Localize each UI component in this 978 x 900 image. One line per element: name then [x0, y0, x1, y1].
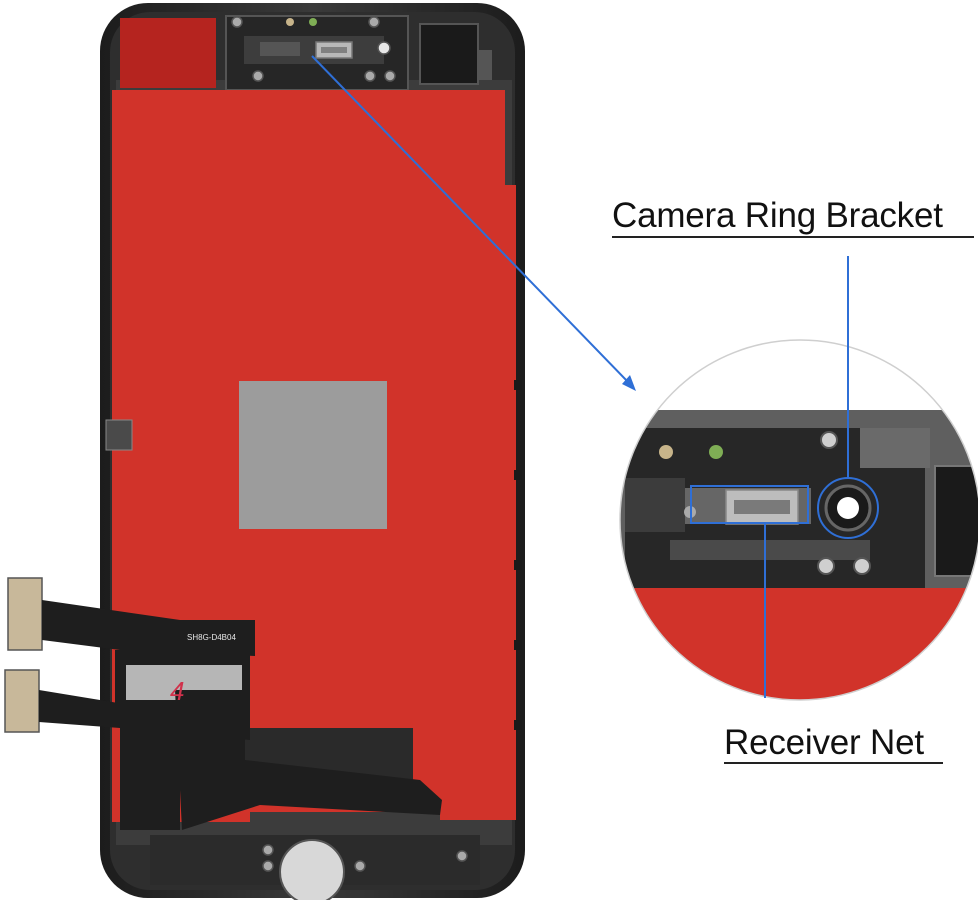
- pointer-line: [311, 55, 636, 391]
- receiver-net-highlight: [690, 485, 809, 524]
- flex-print-code: SH8G-D4B04: [187, 633, 236, 642]
- home-button-mount: [279, 839, 345, 900]
- lcd-assembly: SH8G-D4B04 4: [4, 3, 525, 900]
- receiver-net-label: Receiver Net: [724, 723, 924, 762]
- camera-ring-bracket-underline: [612, 236, 974, 238]
- center-patch: [239, 381, 387, 529]
- flex-cable: SH8G-D4B04 4: [4, 577, 442, 830]
- zoom-magnifier: [619, 256, 978, 701]
- receiver-net-underline: [724, 762, 943, 764]
- camera-ring-bracket-label: Camera Ring Bracket: [612, 196, 943, 235]
- handwritten-mark: 4: [170, 676, 184, 706]
- top-bracket: [120, 15, 492, 91]
